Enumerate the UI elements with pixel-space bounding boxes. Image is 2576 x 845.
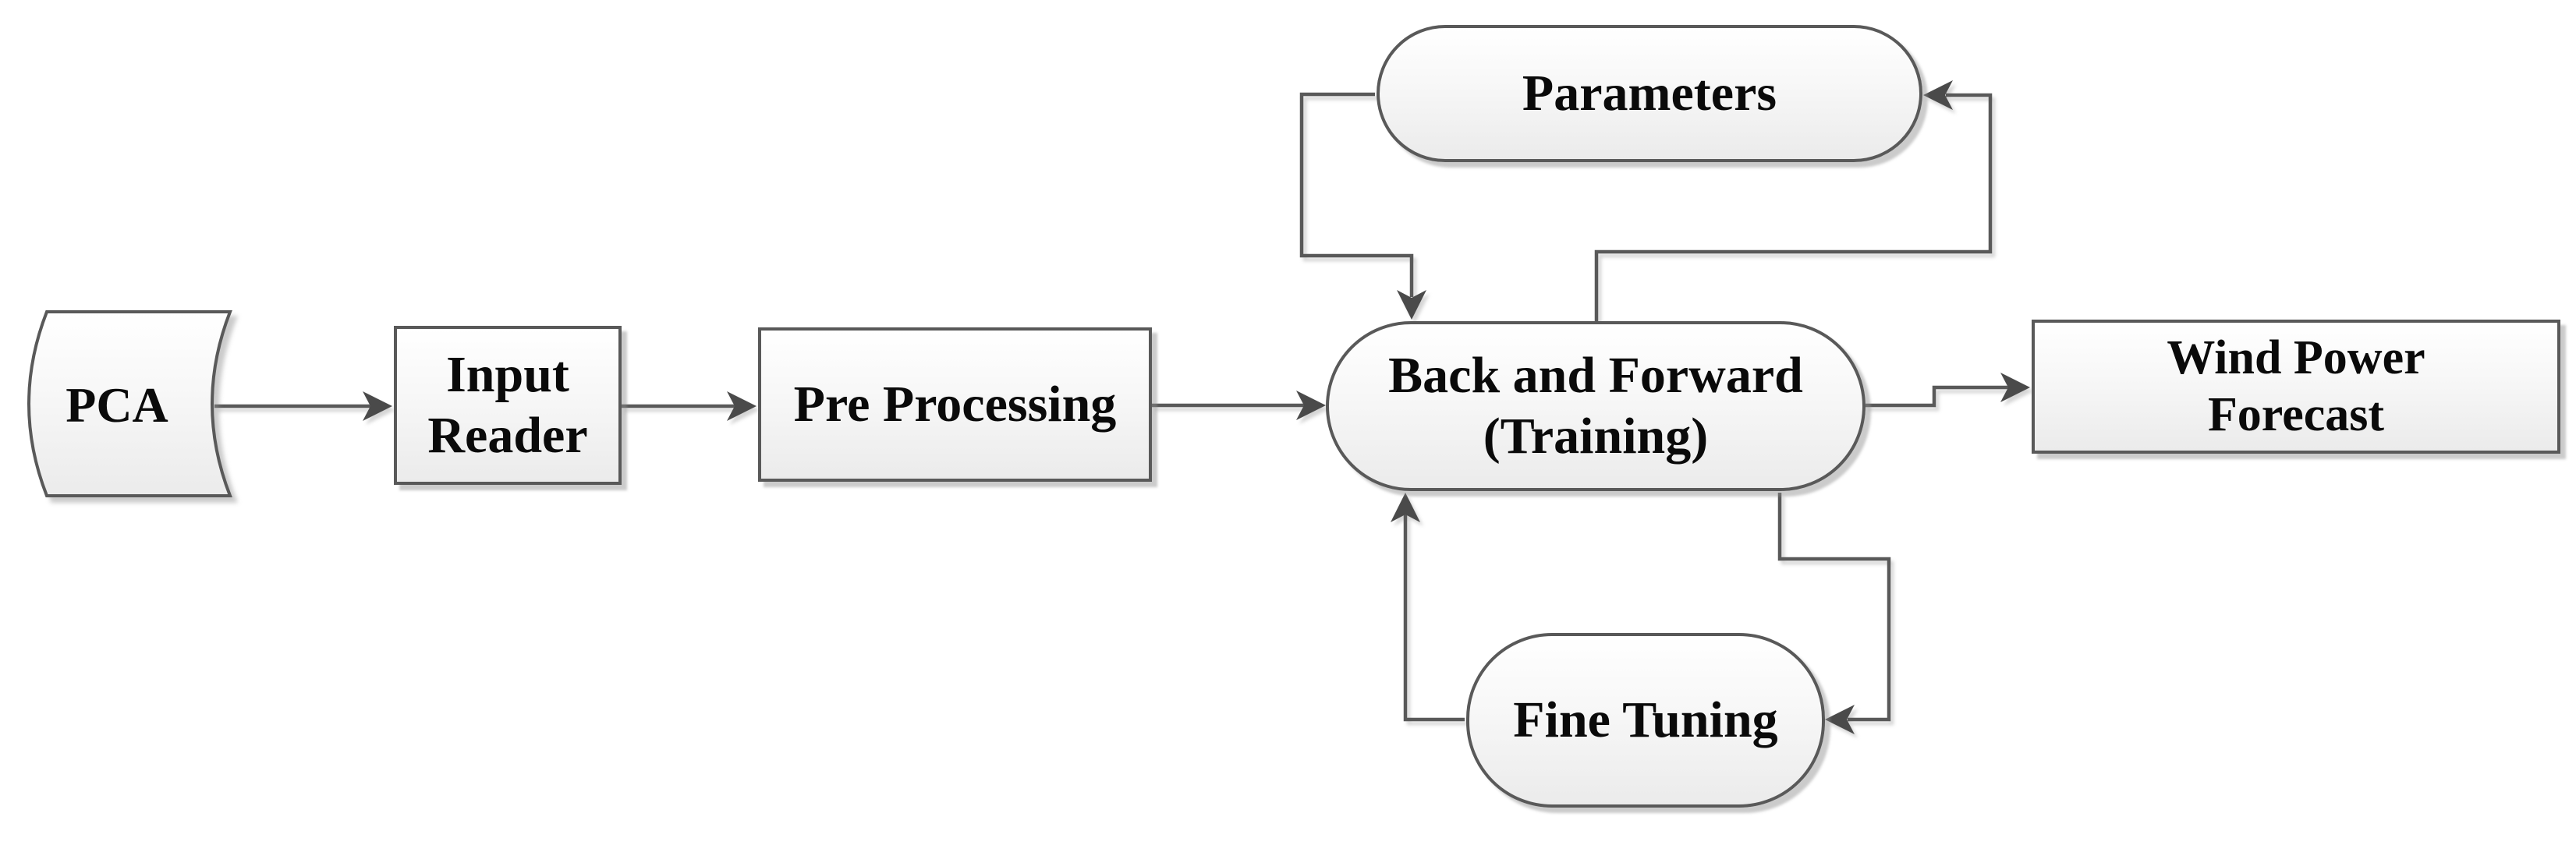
node-fine-tuning-label: Fine Tuning: [1513, 691, 1778, 749]
node-input-reader-label: Input Reader: [427, 346, 588, 464]
node-pca: PCA: [8, 306, 226, 504]
node-fine-tuning: Fine Tuning: [1466, 633, 1825, 808]
edge-pca-to-input-reader: [214, 391, 392, 421]
node-pre-processing: Pre Processing: [758, 327, 1152, 482]
node-parameters-label: Parameters: [1522, 65, 1777, 122]
edge-parameters-to-training: [1299, 92, 1426, 320]
edge-training-to-parameters: [1594, 80, 1993, 321]
node-parameters: Parameters: [1377, 25, 1922, 162]
node-wind-power-forecast-label: Wind Power Forecast: [2167, 331, 2425, 441]
edge-fine-tuning-to-training: [1391, 493, 1465, 722]
edge-input-reader-to-pre-processing: [622, 391, 757, 421]
node-pca-shape: [27, 310, 232, 497]
edge-training-to-fine-tuning: [1777, 493, 1891, 734]
edge-training-to-wind-power-forecast: [1866, 373, 2030, 408]
node-training: Back and Forward (Training): [1326, 321, 1866, 491]
node-pca-label: PCA: [66, 377, 168, 433]
edge-pre-processing-to-training: [1152, 391, 1326, 420]
node-training-label: Back and Forward (Training): [1388, 347, 1803, 465]
node-input-reader: Input Reader: [394, 326, 622, 485]
node-wind-power-forecast: Wind Power Forecast: [2032, 320, 2560, 454]
node-pre-processing-label: Pre Processing: [793, 376, 1117, 433]
